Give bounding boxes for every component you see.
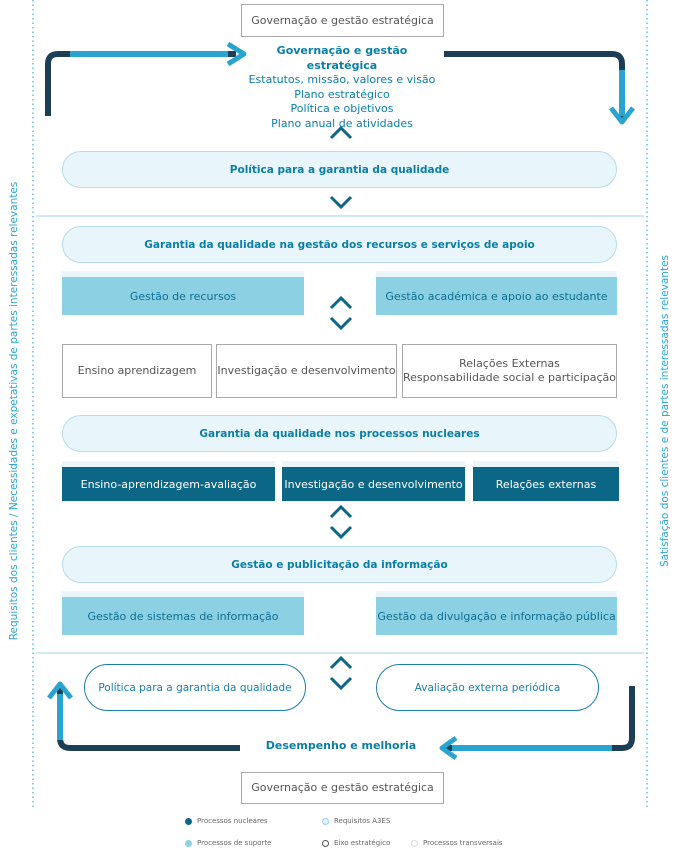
chevron-pair-1 (329, 295, 353, 331)
legend-core-label: Processos nucleares (197, 817, 268, 825)
legend-a3es: Requisitos A3ES (322, 817, 390, 825)
info-systems-box: Gestão de sistemas de informação (62, 591, 304, 635)
bottom-governance-box: Governação e gestão estratégica (241, 772, 444, 804)
legend-transversal-dot (411, 839, 418, 847)
legend-a3es-dot (322, 817, 329, 825)
legend-core-dot (185, 817, 192, 825)
top-left-arrow (45, 41, 247, 116)
governance-line: Plano anual de atividades (271, 116, 413, 130)
chevron-up-1 (329, 125, 353, 140)
policy-pill: Política para a garantia da qualidade (62, 151, 617, 188)
resources-management-box: Gestão de recursos (62, 271, 304, 315)
right-side-label: Satisfação dos clientes e de partes inte… (659, 254, 671, 568)
left-side-label: Requisitos dos clientes / Necessidades e… (8, 181, 20, 641)
chevron-down-1 (329, 195, 353, 210)
performance-label: Desempenho e melhoria (265, 739, 417, 752)
governance-header: Governação e gestão estratégica Estatuto… (240, 44, 444, 131)
governance-line: Estatutos, missão, valores e visão (248, 73, 436, 86)
legend-support-dot (185, 839, 192, 847)
bottom-left-arrow (47, 681, 240, 751)
core-quality-pill: Garantia da qualidade nos processos nucl… (62, 415, 617, 452)
research-dev-dark-box: Investigação e desenvolvimento (282, 461, 465, 501)
legend-strategic-label: Eixo estratégico (334, 839, 391, 847)
governance-line: Política e objetivos (290, 102, 394, 115)
external-relations-box: Relações Externas Responsabilidade socia… (402, 344, 617, 398)
teaching-assessment-box: Ensino-aprendizagem-avaliação (62, 461, 275, 501)
top-governance-box: Governação e gestão estratégica (241, 4, 444, 37)
legend-strategic: Eixo estratégico (322, 839, 390, 847)
legend-support: Processos de suporte (185, 839, 271, 847)
resources-quality-pill: Garantia da qualidade na gestão dos recu… (62, 226, 617, 263)
teaching-learning-box: Ensino aprendizagem (62, 344, 212, 398)
external-relations-dark-box: Relações externas (473, 461, 619, 501)
legend-support-label: Processos de suporte (197, 839, 272, 847)
academic-support-box: Gestão académica e apoio ao estudante (376, 271, 617, 315)
external-relations-line: Relações Externas (459, 357, 560, 370)
chevron-pair-3 (329, 655, 353, 691)
top-right-arrow (444, 51, 635, 125)
governance-title: Governação e gestão estratégica (276, 44, 408, 72)
research-development-box: Investigação e desenvolvimento (216, 344, 397, 398)
public-info-box: Gestão da divulgação e informação públic… (376, 591, 617, 635)
governance-line: Plano estratégico (294, 87, 390, 101)
bottom-right-arrow (439, 686, 635, 761)
legend-a3es-label: Requisitos A3ES (334, 817, 391, 825)
external-evaluation-pill: Avaliação externa periódica (376, 664, 599, 711)
legend-transversal-label: Processos transversais (423, 839, 503, 847)
legend-core: Processos nucleares (185, 817, 268, 825)
chevron-pair-2 (329, 504, 353, 540)
social-responsibility-line: Responsabilidade social e participação (403, 371, 617, 384)
legend-strategic-dot (322, 839, 329, 847)
bottom-policy-pill: Política para a garantia da qualidade (84, 664, 306, 711)
information-pill: Gestão e publicitação da informação (62, 546, 617, 583)
legend-transversal: Processos transversais (411, 839, 503, 847)
